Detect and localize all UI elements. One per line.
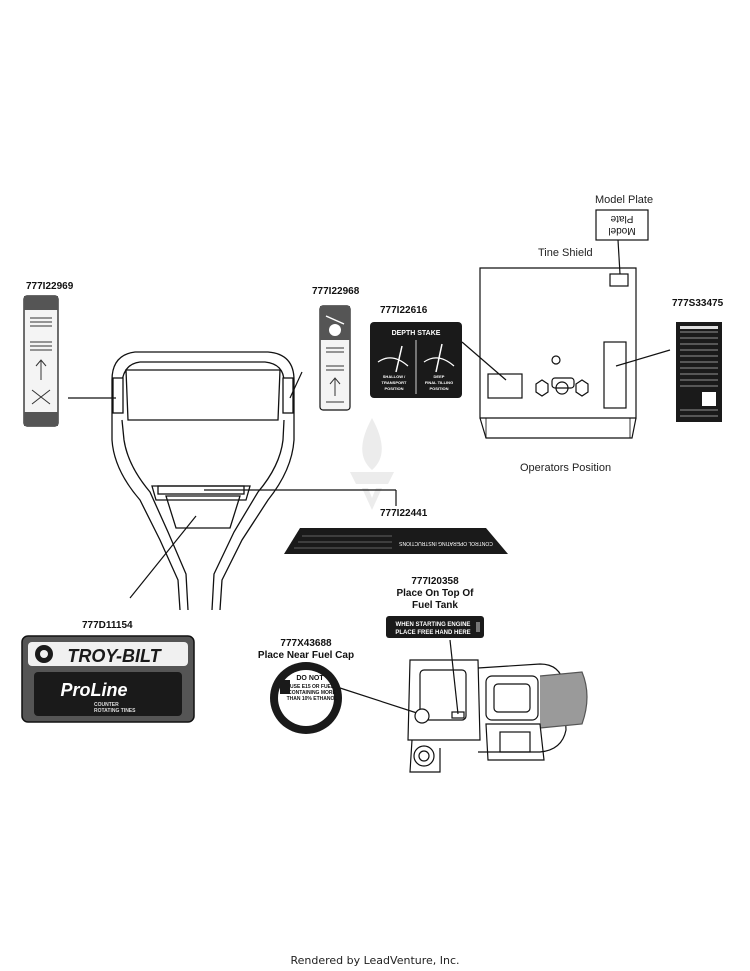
engine-illustration — [407, 659, 588, 773]
part-note-777X43688: 777X43688 Place Near Fuel Cap — [246, 638, 366, 662]
part-label-777I22968: 777I22968 — [312, 286, 360, 297]
part-label-777I22616: 777I22616 — [380, 305, 428, 316]
decal-777I22968 — [319, 305, 351, 411]
part-label-777I22441: 777I22441 — [380, 508, 428, 519]
operators-position-label: Operators Position — [520, 462, 612, 474]
depth-stake-title: DEPTH STAKE — [392, 330, 441, 337]
model-plate-decal: Model Plate — [595, 209, 649, 241]
decal-control-instructions: CONTROL OPERATING INSTRUCTIONS — [284, 528, 508, 554]
depth-right-3: POSITION — [429, 386, 448, 391]
series-sub-1: COUNTER — [94, 702, 119, 708]
fuel-line-2: USE E15 OR FUEL — [290, 684, 334, 690]
part-label-777S33475: 777S33475 — [672, 298, 724, 309]
footer-credit: Rendered by LeadVenture, Inc. — [290, 954, 460, 967]
fuel-cap-note: Place Near Fuel Cap — [257, 650, 355, 661]
model-plate-text-2: Plate — [610, 213, 633, 224]
tine-shield-illustration — [479, 267, 637, 439]
decal-depth-stake: DEPTH STAKE SHALLOW / TRANSPORT POSITION… — [370, 322, 462, 398]
fuel-tank-note-2: Fuel Tank — [412, 600, 458, 611]
tine-shield-label: Tine Shield — [538, 247, 593, 259]
decal-fuel-warning: DO NOT USE E15 OR FUEL CONTAINING MORE T… — [270, 662, 342, 734]
leader-lines — [68, 239, 671, 715]
tiller-handle-illustration — [111, 351, 295, 611]
depth-right-2: FINAL TILLING — [425, 380, 453, 385]
brand-text: TROY-BILT — [67, 646, 162, 666]
fuel-tank-note-1: Place On Top Of — [396, 588, 474, 599]
part-label-777I20358: 777I20358 — [411, 576, 459, 587]
depth-left-3: POSITION — [384, 386, 403, 391]
series-text: ProLine — [60, 680, 127, 700]
fuel-line-1: DO NOT — [296, 675, 324, 682]
part-label-777D11154: 777D11154 — [82, 620, 133, 631]
model-plate-text-1: Model — [608, 225, 635, 236]
series-sub-2: ROTATING TINES — [94, 708, 136, 714]
watermark-logo — [350, 418, 394, 510]
decal-777S33475 — [676, 322, 722, 422]
depth-left-1: SHALLOW / — [383, 374, 406, 379]
decal-777I22969 — [23, 295, 59, 427]
depth-right-1: DEEP — [434, 374, 445, 379]
starting-engine-1: WHEN STARTING ENGINE — [396, 622, 471, 628]
decal-starting-engine: WHEN STARTING ENGINE PLACE FREE HAND HER… — [386, 616, 484, 638]
part-label-777I22969: 777I22969 — [26, 281, 74, 292]
decal-troy-bilt-logo: TROY-BILT ProLine COUNTER ROTATING TINES — [21, 635, 195, 723]
starting-engine-2: PLACE FREE HAND HERE — [395, 630, 470, 636]
fuel-line-3: CONTAINING MORE — [288, 690, 336, 696]
control-title: CONTROL OPERATING INSTRUCTIONS — [399, 540, 493, 546]
model-plate-label: Model Plate — [595, 194, 654, 206]
part-note-777I20358: 777I20358 Place On Top Of Fuel Tank — [380, 576, 490, 612]
part-label-777X43688: 777X43688 — [280, 638, 332, 649]
fuel-line-4: THAN 10% ETHANOL — [287, 696, 338, 702]
depth-left-2: TRANSPORT — [382, 380, 407, 385]
